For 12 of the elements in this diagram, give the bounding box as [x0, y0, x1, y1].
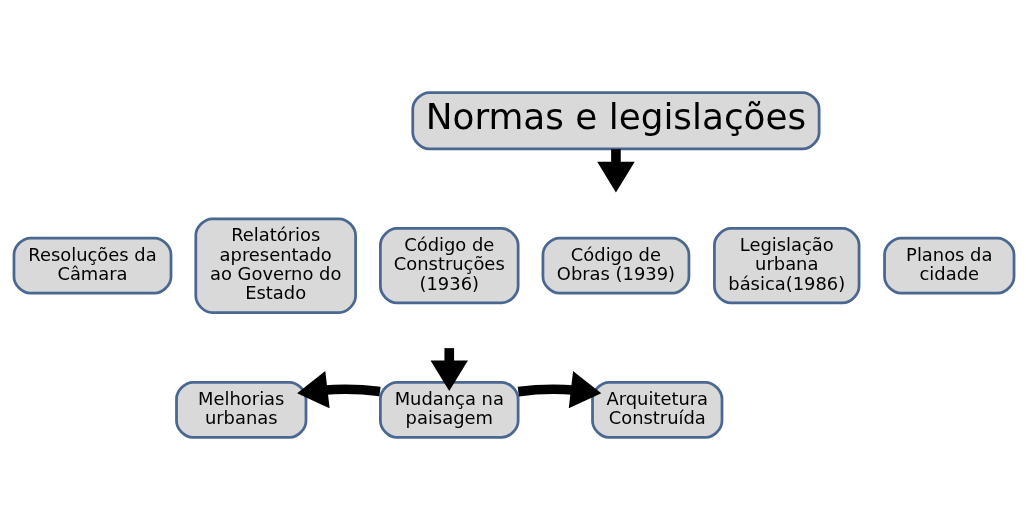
node-box: Arquitetura Construída [591, 380, 724, 439]
node-box: Legislação urbana básica(1986) [713, 226, 861, 304]
node-box: Melhorias urbanas [175, 380, 308, 439]
node-box: Código de Construções (1936) [379, 226, 520, 304]
arrow [517, 370, 602, 408]
node-box: Relatórios apresentado ao Governo do Estado [194, 216, 357, 314]
node-box: Normas e legislações [411, 90, 821, 150]
node-box: Mudança na paisagem [379, 380, 520, 439]
node-box: Resoluções da Câmara [12, 236, 173, 295]
node-box: Código de Obras (1939) [541, 236, 691, 295]
arrow [297, 370, 381, 408]
node-box: Planos da cidade [883, 236, 1016, 295]
